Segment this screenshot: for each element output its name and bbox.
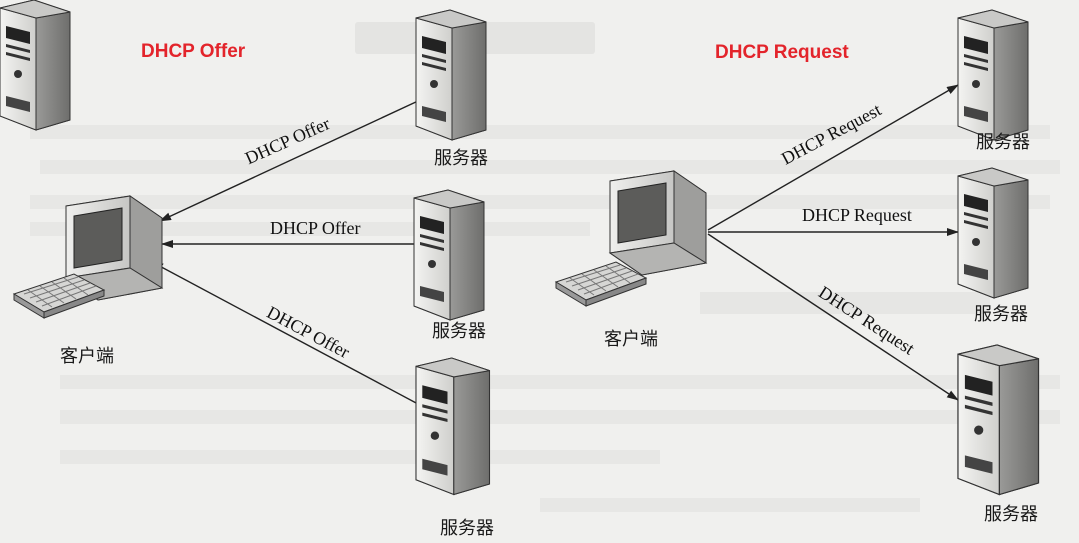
server-label: 服务器 [432, 317, 486, 343]
client-label: 客户端 [604, 325, 658, 351]
server-label: 服务器 [440, 514, 494, 540]
offer-title: DHCP Offer [141, 41, 245, 63]
client-label: 客户端 [60, 342, 114, 368]
client-computer-icon [610, 171, 706, 275]
server-label: 服务器 [974, 300, 1028, 326]
server-label: 服务器 [976, 128, 1030, 154]
offer-arrow-bottom [152, 262, 418, 404]
offer-arrow-top [160, 101, 418, 221]
request-title: DHCP Request [715, 42, 849, 64]
server-label: 服务器 [434, 144, 488, 170]
server-icon [416, 358, 490, 495]
server-icon [958, 345, 1039, 495]
server-icon [416, 10, 486, 140]
server-icon [958, 168, 1028, 298]
server-label: 服务器 [984, 500, 1038, 526]
server-icon [958, 10, 1028, 140]
server-icon [414, 190, 484, 320]
offer-arrow-label-middle: DHCP Offer [270, 218, 361, 239]
request-arrow-bottom [708, 234, 958, 400]
request-arrow-label-middle: DHCP Request [802, 205, 912, 226]
